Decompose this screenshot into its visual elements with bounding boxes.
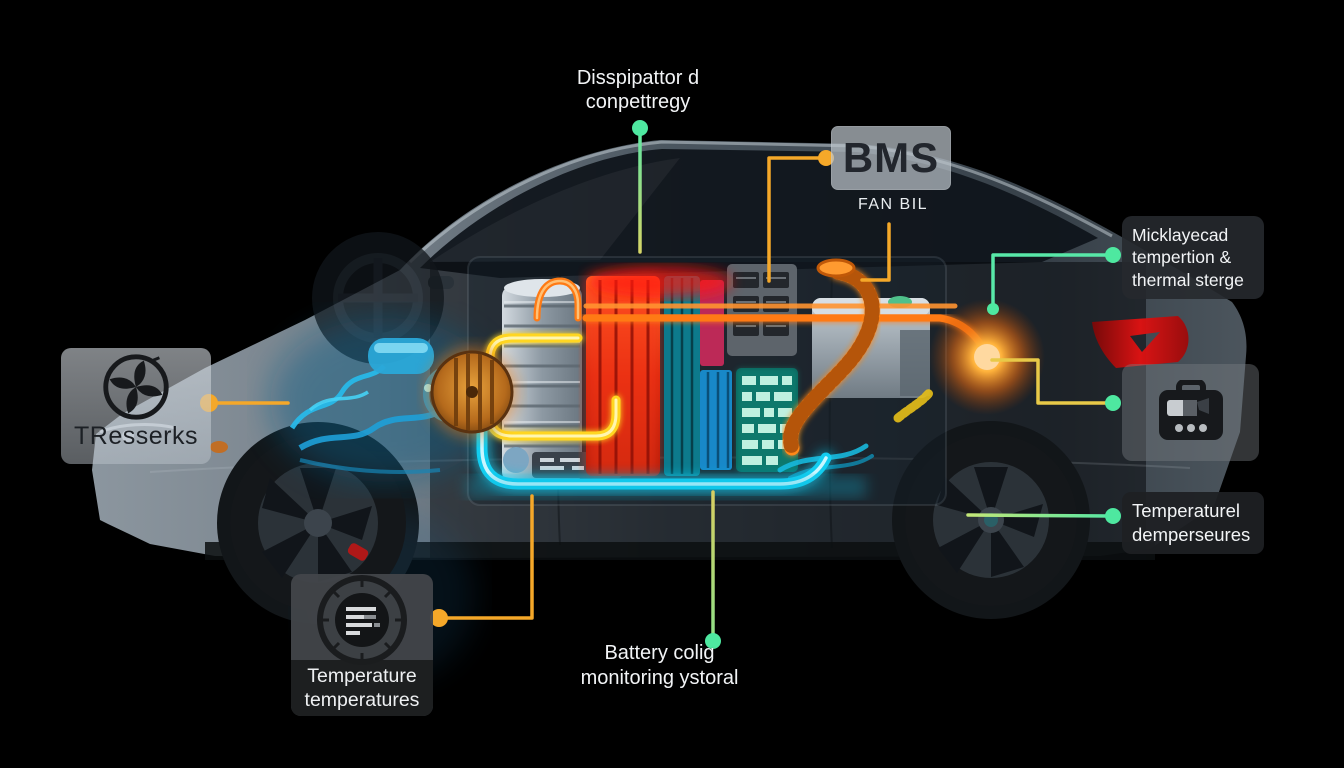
connector-gauge (430, 494, 534, 627)
connector-bms-down (860, 222, 891, 282)
connector-bms-left (767, 150, 834, 283)
battery-module-teal (664, 276, 732, 476)
circuit-board-teal (736, 368, 798, 472)
bms-badge: BMS (831, 126, 951, 190)
connector-sensors (966, 508, 1121, 524)
connector-dissipator (632, 120, 648, 254)
propeller-circle-icon (103, 354, 169, 420)
tail-light (1092, 316, 1189, 368)
device-badge (1122, 364, 1259, 461)
connector-device (990, 358, 1121, 411)
circular-gauge-icon (317, 575, 407, 665)
label-dissipator-line2: conpettregy (585, 91, 691, 114)
rear-wheel (905, 434, 1077, 606)
control-board-gray (727, 264, 797, 356)
connector-monitoring (705, 490, 721, 649)
battery-module-red (586, 276, 660, 476)
label-temperature-sensors: Temperaturel demperseures (1122, 492, 1264, 555)
bms-badge-text: BMS (842, 134, 940, 181)
brand-name: TResserks (74, 422, 198, 450)
gauge-badge: Temperature temperatures (291, 574, 433, 716)
brand-badge: TResserks (61, 348, 211, 464)
label-battery-monitoring: Battery colig monitoring ystoral (580, 642, 739, 689)
label-thermal-storage: Micklayecad tempertion & thermal sterge (1122, 216, 1264, 300)
label-dissipator-line1: Disspipattor d (576, 67, 700, 89)
label-dissipator: Disspipattor d conpettregy (518, 66, 758, 115)
label-temperature-gauge: Temperature temperatures (291, 660, 433, 716)
connector-thermal (987, 247, 1121, 315)
coolant-fan-disc (426, 346, 518, 438)
handheld-device-icon (1158, 379, 1223, 440)
label-fan-bil: FAN BIL (857, 196, 929, 213)
brake-caliper (347, 543, 369, 561)
side-marker-lamp (210, 441, 228, 453)
thermal-hotspot-glow (929, 299, 1045, 415)
